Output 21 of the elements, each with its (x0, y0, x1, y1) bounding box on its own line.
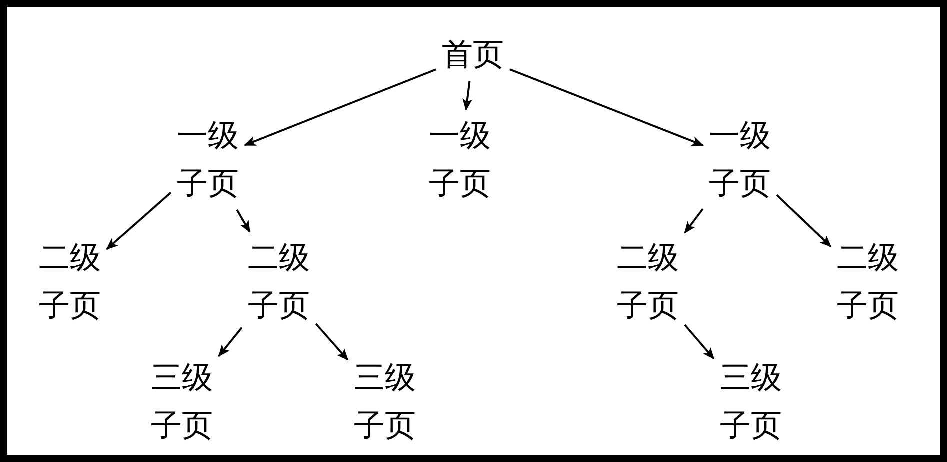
arrow (315, 323, 349, 361)
page-label: 一级子页 (705, 112, 775, 208)
arrow (462, 80, 472, 111)
arrow (236, 210, 251, 233)
arrow (510, 68, 704, 146)
page-label: 三级子页 (350, 354, 420, 450)
page-label: 二级子页 (244, 234, 314, 330)
page-label: 三级子页 (147, 354, 217, 450)
arrow (776, 194, 832, 248)
page-label: 一级子页 (173, 112, 243, 208)
page-label: 一级子页 (425, 112, 495, 208)
page-label: 三级子页 (716, 354, 786, 450)
arrow (244, 68, 436, 146)
arrow (106, 192, 172, 250)
arrow (218, 327, 243, 357)
page-label: 二级子页 (613, 234, 683, 330)
arrow (684, 324, 715, 360)
page-label: 首页 (438, 31, 508, 79)
page-label: 二级子页 (833, 234, 903, 330)
arrow (684, 208, 704, 234)
page-label: 二级子页 (35, 234, 105, 330)
